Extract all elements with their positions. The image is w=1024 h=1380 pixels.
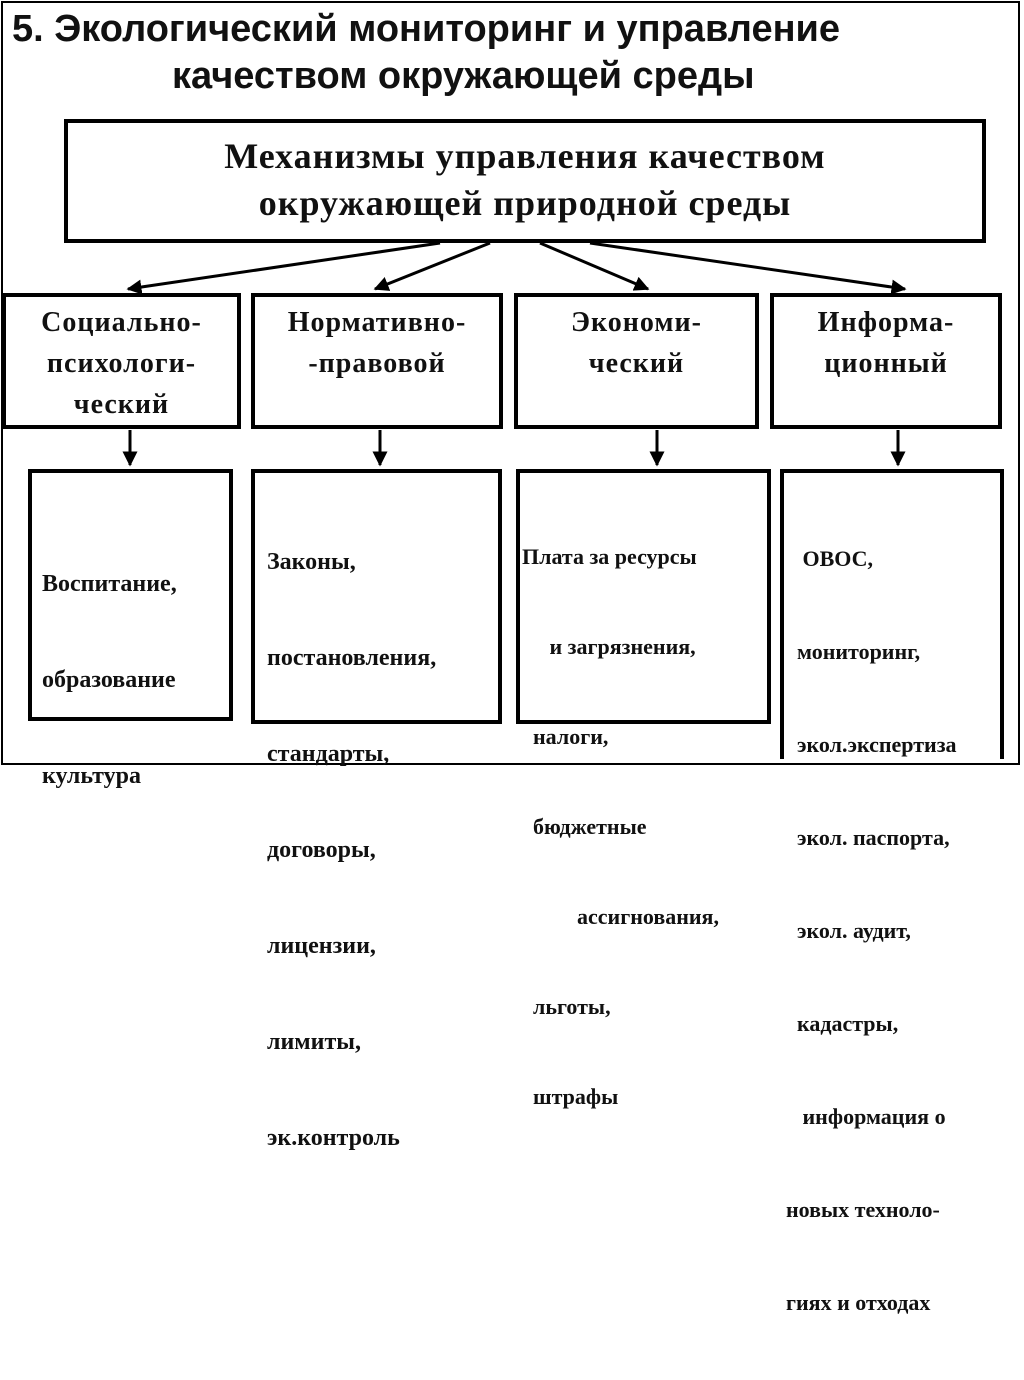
category-line: Социально- [41, 307, 202, 338]
category-economic: Экономи- ческий [514, 293, 759, 429]
detail-informational: ОВОС, мониторинг, экол.экспертиза экол. … [780, 469, 1004, 1315]
detail-line: новых техноло- [786, 1197, 940, 1222]
slide: 5. Экологический мониторинг и управление… [1, 1, 1020, 1315]
detail-line: экол.экспертиза [786, 732, 957, 757]
title-line-2: качеством окружающей среды [172, 55, 755, 97]
mechanisms-box: Механизмы управления качеством окружающе… [64, 119, 986, 243]
detail-line: штрафы [522, 1084, 619, 1109]
category-line: ческий [73, 389, 170, 420]
category-informational: Информа- ционный [770, 293, 1002, 429]
detail-line: лицензии, [267, 933, 376, 959]
detail-line: налоги, [522, 724, 609, 749]
detail-line: бюджетные [522, 814, 647, 839]
category-social-psych: Социально- психологи- ческий [2, 293, 241, 429]
detail-normative: Законы, постановления, стандарты, догово… [251, 469, 502, 1151]
category-line: ционный [824, 348, 948, 379]
detail-line: кадастры, [786, 1011, 899, 1036]
detail-line: льготы, [522, 994, 611, 1019]
detail-line: Воспитание, [42, 571, 177, 597]
detail-line: мониторинг, [786, 639, 921, 664]
category-line: психологи- [46, 348, 197, 379]
category-normative-legal: Нормативно- -правовой [251, 293, 503, 429]
category-line: -правовой [308, 348, 446, 379]
detail-economic: Плата за ресурсы и загрязнения, налоги, … [516, 469, 771, 1109]
detail-line: стандарты, [267, 741, 390, 767]
detail-line: ОВОС, [786, 546, 874, 571]
category-line: Нормативно- [287, 307, 467, 338]
detail-line: информация о [786, 1104, 946, 1129]
detail-line: экол. аудит, [786, 918, 911, 943]
detail-line: экол. паспорта, [786, 825, 950, 850]
detail-line: гиях и отходах [786, 1290, 931, 1315]
detail-line: Плата за ресурсы [522, 544, 697, 569]
title-line-1: 5. Экологический мониторинг и управление [12, 8, 841, 50]
mechanisms-line-1: Механизмы управления качеством [224, 136, 826, 176]
detail-line: культура [42, 763, 141, 789]
category-line: ческий [588, 348, 685, 379]
detail-line: ассигнования, [522, 904, 719, 929]
mechanisms-line-2: окружающей природной среды [258, 183, 792, 223]
slide-title: 5. Экологический мониторинг и управление… [12, 6, 1012, 100]
detail-line: постановления, [267, 645, 437, 671]
detail-line: эк.контроль [267, 1125, 400, 1151]
detail-line: и загрязнения, [522, 634, 696, 659]
detail-line: договоры, [267, 837, 376, 863]
category-line: Информа- [817, 307, 955, 338]
detail-social: Воспитание, образование культура [28, 469, 233, 789]
detail-line: лимиты, [267, 1029, 361, 1055]
detail-line: Законы, [267, 549, 356, 575]
detail-line: образование [42, 667, 176, 693]
category-line: Экономи- [571, 307, 702, 338]
